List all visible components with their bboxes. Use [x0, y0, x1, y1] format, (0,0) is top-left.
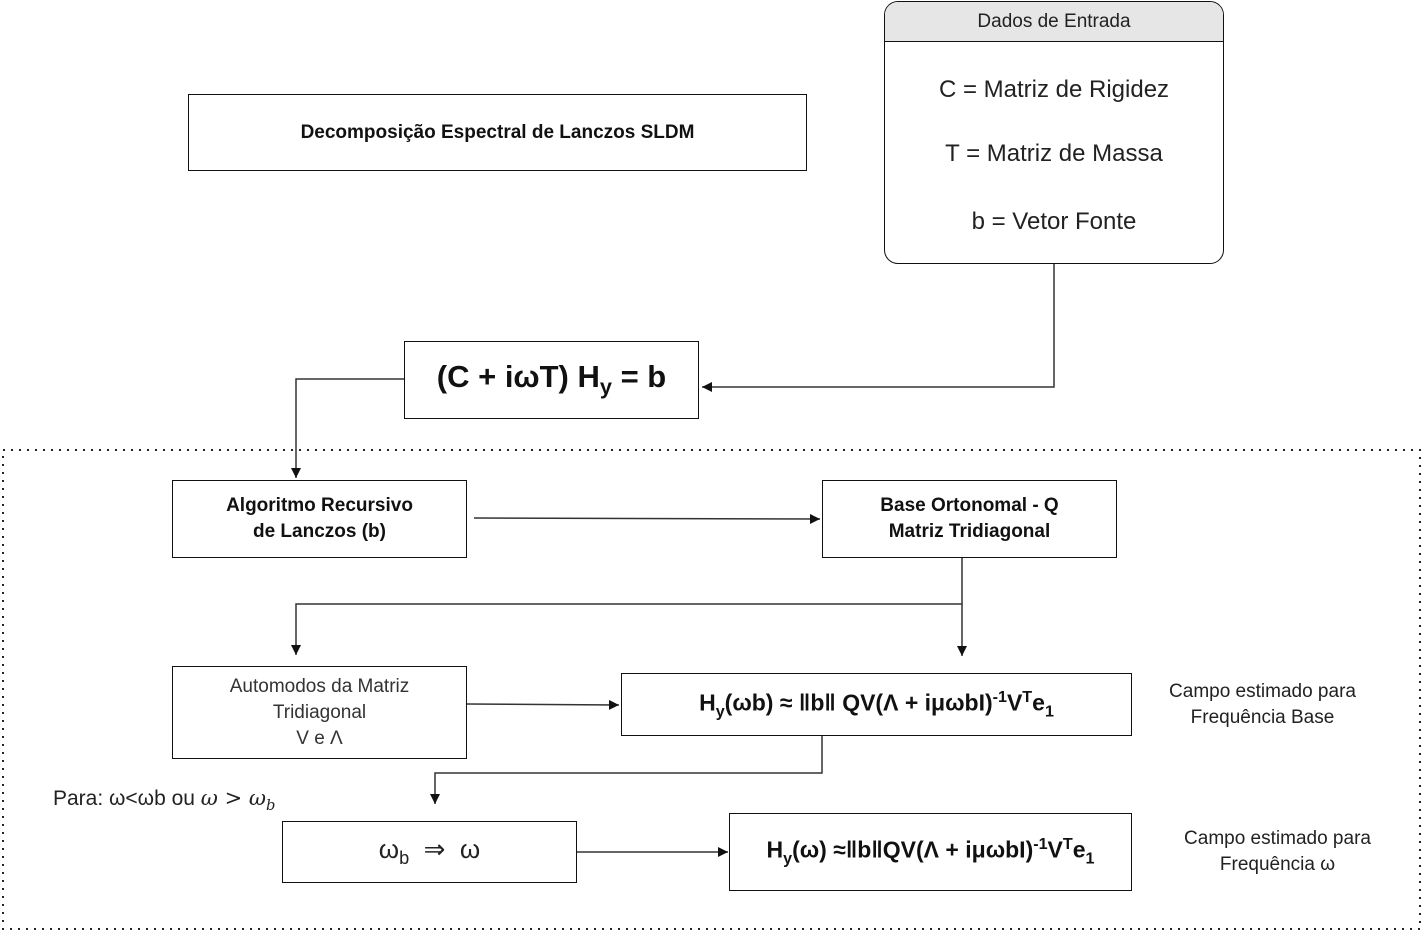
- system-eq-lhs: (C + iωT) H: [436, 359, 600, 395]
- eigen-line: Automodos da Matriz: [229, 675, 410, 697]
- arrow-system-to-lanczos: [291, 378, 405, 478]
- base-field-equation: Hy(ωb) ≈ ‖b‖ QV(Λ + iμωbI)-1VTe1: [699, 688, 1054, 721]
- lanczos-line: Algoritmo Recursivo: [226, 495, 413, 516]
- eq-part: e: [1032, 689, 1045, 716]
- eq-sup: T: [1062, 835, 1073, 854]
- arrow-lanczos-to-basis: [473, 513, 821, 524]
- system-equation: (C + iωT) Hy = b: [437, 359, 666, 400]
- basis-line: Matriz Tridiagonal: [888, 521, 1051, 542]
- eigen-box: Automodos da Matriz Tridiagonal V e Λ: [172, 666, 467, 759]
- arrow-input-to-system: [702, 264, 1055, 392]
- arrow-eigen-to-base-field: [466, 699, 620, 710]
- eq-part: H: [699, 689, 716, 716]
- condition-math: ω > ωb: [200, 786, 276, 814]
- eigen-line: V e Λ: [296, 727, 343, 749]
- condition-math-text: ω > ω: [200, 786, 266, 810]
- condition-label: Para: ω<ωb ou ω > ωb: [53, 786, 275, 814]
- input-item: b = Vetor Fonte: [971, 208, 1137, 235]
- basis-line: Base Ortonomal - Q: [880, 495, 1059, 516]
- eigen-line: Tridiagonal: [272, 701, 367, 723]
- condition-math-sub: b: [266, 797, 276, 815]
- freq-field-equation: Hy(ω) ≈‖b‖QV(Λ + iμωbI)-1VTe1: [767, 835, 1095, 868]
- eq-sup: T: [1022, 687, 1033, 706]
- eq-sub: y: [783, 849, 793, 868]
- arrow-base-field-to-freq: [430, 736, 823, 804]
- input-item: C = Matriz de Rigidez: [938, 76, 1170, 103]
- arrow-basis-to-eigen: [291, 558, 963, 655]
- lanczos-box: Algoritmo Recursivo de Lanczos (b): [172, 480, 467, 558]
- eq-sub: y: [715, 702, 725, 721]
- system-eq-rhs: = b: [611, 359, 667, 395]
- freq-symbol: ω: [378, 834, 400, 865]
- freq-field-note: Campo estimado para Frequência ω: [1155, 826, 1400, 878]
- frequency-mapping: ωb ⇒ ω: [379, 834, 480, 869]
- basis-box: Base Ortonomal - Q Matriz Tridiagonal: [822, 480, 1117, 558]
- title-box: Decomposição Espectral de Lanczos SLDM: [188, 94, 807, 171]
- input-panel-header: Dados de Entrada: [885, 2, 1223, 42]
- eq-sub: 1: [1044, 702, 1054, 721]
- freq-sub: b: [399, 848, 410, 869]
- dotted-region: [2, 449, 1421, 930]
- eq-part: (ωb) ≈ ‖b‖ QV(Λ + iμωbI): [724, 689, 993, 716]
- eq-part: (ω) ≈‖b‖QV(Λ + iμωbI): [792, 837, 1034, 864]
- eq-part: V: [1006, 689, 1023, 716]
- system-equation-box: (C + iωT) Hy = b: [404, 341, 699, 419]
- eq-sup: -1: [992, 687, 1007, 706]
- implies-arrow: ⇒: [423, 834, 446, 865]
- eq-part: H: [766, 837, 784, 864]
- title-text: Decomposição Espectral de Lanczos SLDM: [300, 121, 695, 143]
- input-item: T = Matriz de Massa: [945, 140, 1163, 167]
- freq-field-equation-box: Hy(ω) ≈‖b‖QV(Λ + iμωbI)-1VTe1: [729, 813, 1132, 891]
- base-field-equation-box: Hy(ωb) ≈ ‖b‖ QV(Λ + iμωbI)-1VTe1: [621, 673, 1132, 736]
- note-line: Frequência ω: [1219, 854, 1336, 875]
- system-eq-sub: y: [599, 374, 612, 400]
- eq-sub: 1: [1085, 849, 1095, 868]
- eq-part: V: [1047, 837, 1063, 864]
- note-line: Frequência Base: [1190, 707, 1335, 728]
- condition-prefix: Para: ω<ωb ou: [53, 787, 201, 810]
- note-line: Campo estimado para: [1169, 681, 1356, 702]
- input-panel: Dados de Entrada C = Matriz de Rigidez T…: [884, 1, 1224, 264]
- eq-sup: -1: [1033, 835, 1048, 854]
- base-field-note: Campo estimado para Frequência Base: [1140, 679, 1385, 731]
- frequency-box: ωb ⇒ ω: [282, 821, 577, 883]
- freq-symbol: ω: [459, 834, 481, 865]
- lanczos-line: de Lanczos (b): [252, 521, 386, 542]
- eq-part: e: [1072, 837, 1086, 864]
- note-line: Campo estimado para: [1184, 828, 1371, 849]
- input-panel-title: Dados de Entrada: [977, 10, 1131, 32]
